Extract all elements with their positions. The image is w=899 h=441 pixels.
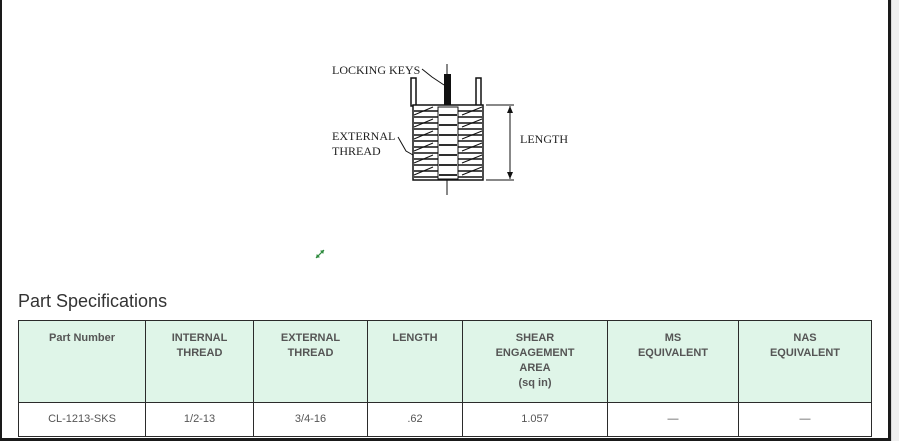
window-frame-bottom (0, 438, 891, 441)
cell-ms-equivalent: — (607, 402, 739, 437)
cell-nas-equivalent: — (738, 402, 872, 437)
insert-diagram: LOCKING KEYS EXTERNAL THREAD LENGTH (328, 55, 588, 195)
expand-icon[interactable] (313, 247, 327, 261)
locking-keys-label: LOCKING KEYS (332, 63, 421, 77)
cell-length: .62 (367, 402, 463, 437)
table-row: CL-1213-SKS 1/2-13 3/4-16 .62 1.057 — — (18, 402, 872, 437)
window-frame-right (888, 0, 891, 441)
cell-shear-engagement-area: 1.057 (462, 402, 608, 437)
cell-external-thread: 3/4-16 (253, 402, 368, 437)
section-title: Part Specifications (18, 291, 168, 311)
external-thread-label-line1: EXTERNAL (332, 129, 396, 143)
column-header-length: LENGTH (367, 320, 463, 403)
insert-drawing (397, 64, 514, 195)
window-frame-left (0, 0, 2, 441)
column-header-part-number: Part Number (18, 320, 146, 403)
cell-part-number[interactable]: CL-1213-SKS (18, 402, 146, 437)
external-thread-label-line2: THREAD (332, 144, 381, 158)
cell-internal-thread: 1/2-13 (145, 402, 254, 437)
length-label: LENGTH (520, 132, 568, 146)
scrollbar-gutter[interactable] (891, 0, 899, 441)
